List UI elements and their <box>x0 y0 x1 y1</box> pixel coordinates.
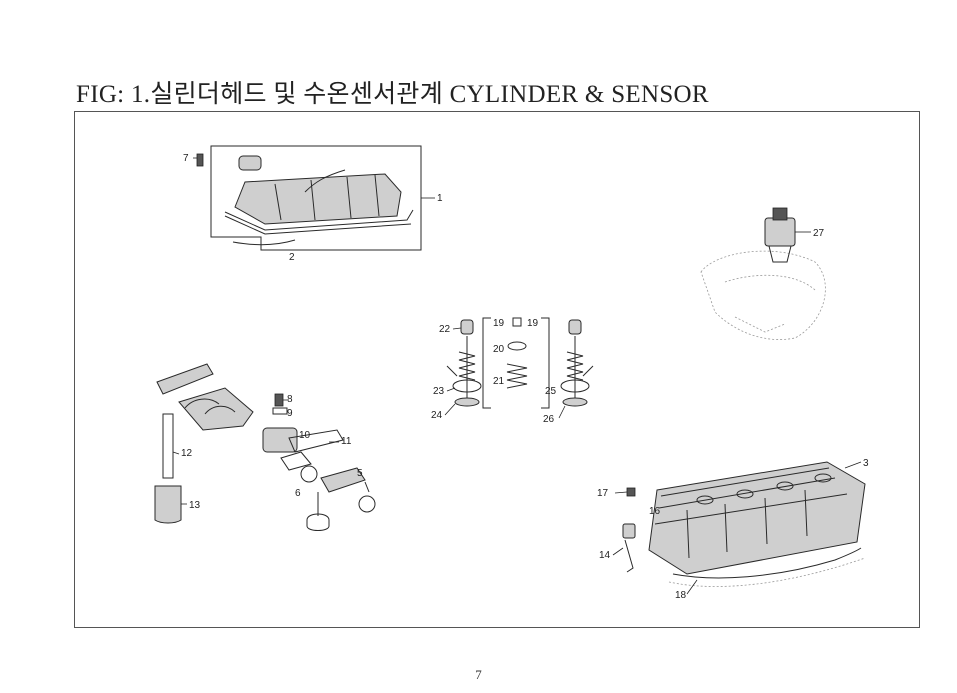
callout-label-14: 14 <box>599 550 611 561</box>
camshaft-rocker-drawing <box>154 363 376 531</box>
callout-label-5: 5 <box>357 468 363 479</box>
callout-label-23: 23 <box>433 386 445 397</box>
page-title: FIG: 1.실린더헤드 및 수온센서관계 CYLINDER & SENSOR <box>76 81 709 108</box>
callout-label-19b: 19 <box>527 318 539 329</box>
callout-label-18: 17 <box>597 488 609 499</box>
callout-label-11: 11 <box>341 436 352 447</box>
callout-label-13: 13 <box>189 500 201 511</box>
callout-label-19: 19 <box>493 318 505 329</box>
callout-label-20: 20 <box>493 344 505 355</box>
rocker-cover-drawing <box>196 145 422 251</box>
callout-label-2: 2 <box>289 252 295 263</box>
callout-label-7: 7 <box>183 153 189 164</box>
callout-label-27: 27 <box>813 228 825 239</box>
callout-label-1: 1 <box>437 193 443 204</box>
callout-label-9: 9 <box>287 408 293 419</box>
parts-diagram: 1 7 27 <box>154 145 869 601</box>
callout-label-6: 6 <box>295 488 301 499</box>
callout-label-12: 12 <box>181 448 193 459</box>
callout-label-22: 22 <box>439 324 451 335</box>
callout-label-3: 3 <box>863 458 869 469</box>
callout-label-21: 21 <box>493 376 505 387</box>
callout-label-17: 18 <box>675 590 687 601</box>
callout-label-10: 10 <box>299 430 311 441</box>
callout-label-8: 8 <box>287 394 293 405</box>
valve-assembly-drawing <box>446 317 594 409</box>
cylinder-head-drawing <box>622 461 866 587</box>
callout-label-25: 25 <box>545 386 557 397</box>
water-temp-sensor-drawing <box>700 207 826 340</box>
page-number: 7 <box>475 667 482 682</box>
callout-label-16: 16 <box>649 506 661 517</box>
callout-label-24: 24 <box>431 410 443 421</box>
callout-label-26: 26 <box>543 414 555 425</box>
parts-diagram-frame: 1 7 27 <box>74 111 920 628</box>
